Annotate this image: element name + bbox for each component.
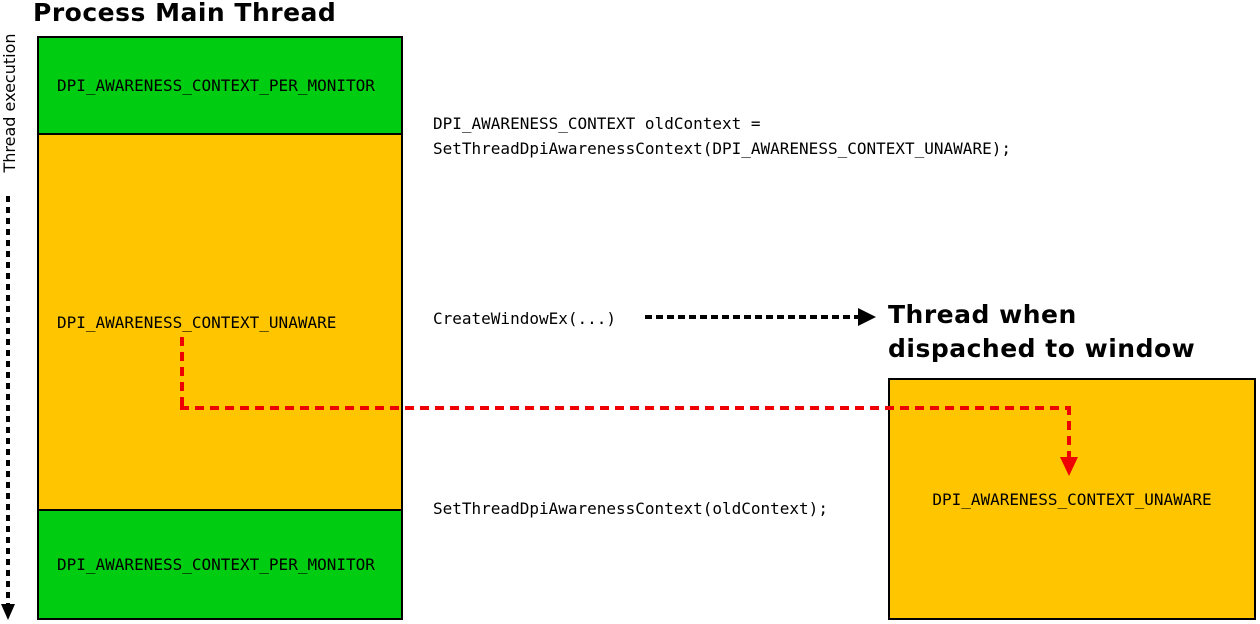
code-set-context: DPI_AWARENESS_CONTEXT oldContext = SetTh… (433, 111, 1011, 161)
page-title: Process Main Thread (33, 0, 337, 27)
thread-execution-arrow-line (6, 196, 10, 604)
window-thread-context-label: DPI_AWARENESS_CONTEXT_UNAWARE (932, 489, 1212, 509)
code-restore-context: SetThreadDpiAwarenessContext(oldContext)… (433, 499, 828, 518)
context-flow-connector-segment-across (180, 406, 1071, 410)
code-line: DPI_AWARENESS_CONTEXT oldContext = (433, 114, 761, 133)
create-window-arrow-line (645, 315, 859, 319)
context-section-per-monitor-top: DPI_AWARENESS_CONTEXT_PER_MONITOR (39, 38, 401, 133)
code-create-window: CreateWindowEx(...) (433, 309, 617, 328)
context-section-unaware: DPI_AWARENESS_CONTEXT_UNAWARE (39, 133, 401, 509)
thread-execution-label: Thread execution (0, 33, 19, 173)
process-main-thread-box: DPI_AWARENESS_CONTEXT_PER_MONITOR DPI_AW… (37, 36, 403, 620)
window-thread-title: Thread when dispached to window (888, 298, 1195, 366)
context-section-label: DPI_AWARENESS_CONTEXT_PER_MONITOR (57, 555, 375, 574)
window-thread-box: DPI_AWARENESS_CONTEXT_UNAWARE (888, 378, 1256, 620)
red-down-arrow-icon (1060, 457, 1078, 476)
context-section-label: DPI_AWARENESS_CONTEXT_PER_MONITOR (57, 76, 375, 95)
window-thread-title-line2: dispached to window (888, 334, 1196, 363)
context-flow-connector-segment-down (180, 337, 184, 410)
context-flow-connector-segment-into-box (1067, 406, 1071, 458)
window-thread-title-line1: Thread when (888, 300, 1077, 329)
code-line: SetThreadDpiAwarenessContext(DPI_AWARENE… (433, 139, 1011, 158)
down-arrow-icon (1, 604, 15, 620)
context-section-label: DPI_AWARENESS_CONTEXT_UNAWARE (57, 312, 337, 332)
context-section-per-monitor-bottom: DPI_AWARENESS_CONTEXT_PER_MONITOR (39, 509, 401, 618)
right-arrow-icon (858, 308, 876, 326)
